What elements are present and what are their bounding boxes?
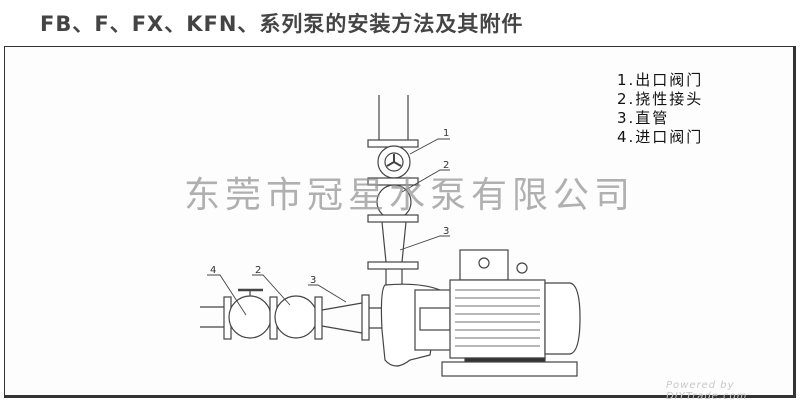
pump-body: [380, 283, 456, 367]
legend-item: 3.直管: [617, 109, 670, 127]
powered-by-footer: Powered by DIYTrade.com: [666, 380, 748, 402]
callout-4: 4: [210, 265, 216, 276]
page-title: FB、F、FX、KFN、系列泵的安装方法及其附件: [40, 12, 524, 36]
callout-2-vertical: 2: [443, 160, 449, 171]
callout-lines: [207, 138, 450, 316]
legend-item: 4.进口阀门: [617, 128, 704, 146]
company-watermark: 东莞市冠星水泵有限公司: [184, 175, 636, 216]
motor: [441, 249, 581, 377]
callout-3-vertical: 3: [443, 226, 449, 237]
callout-2-horizontal: 2: [255, 265, 261, 276]
horizontal-inlet-pipe: [200, 288, 385, 341]
callout-3-horizontal: 3: [310, 275, 316, 286]
legend: 1.出口阀门 2.挠性接头 3.直管 4.进口阀门: [617, 71, 703, 147]
vertical-outlet-pipe: [367, 95, 419, 285]
legend-item: 2.挠性接头: [617, 90, 704, 108]
callout-1: 1: [443, 128, 449, 139]
legend-item: 1.出口阀门: [617, 71, 704, 89]
